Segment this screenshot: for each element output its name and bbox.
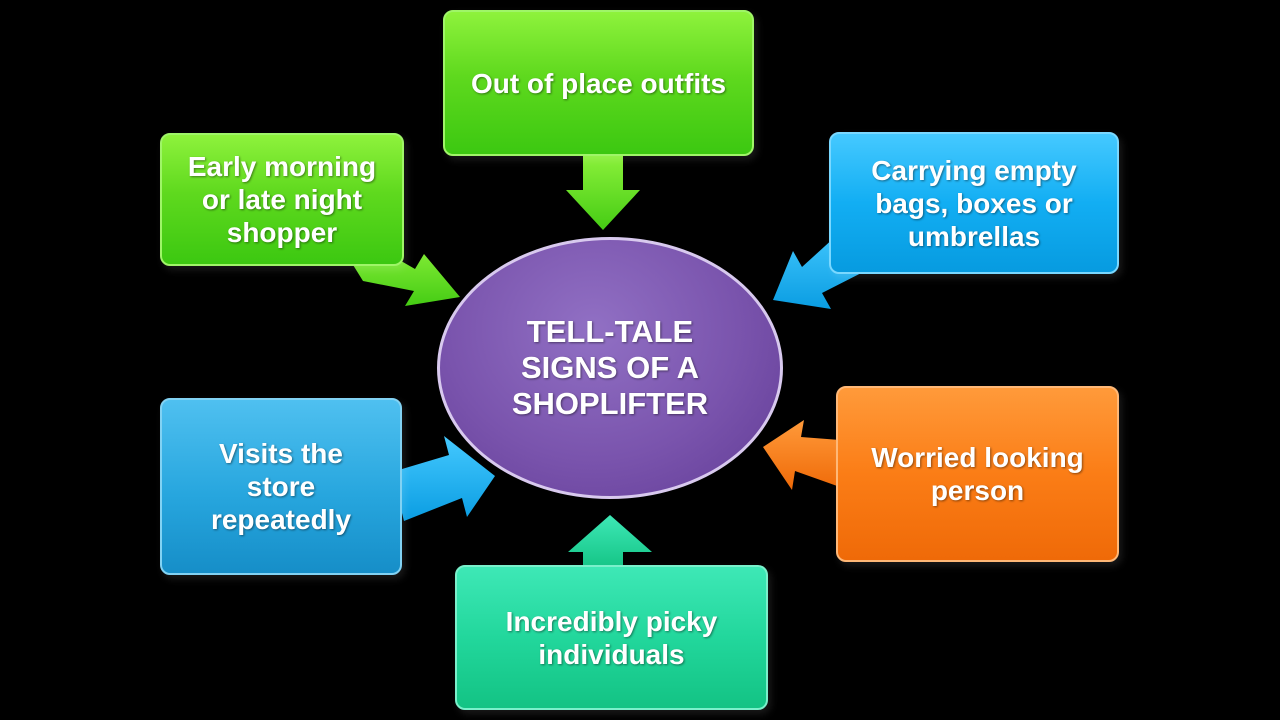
center-title: TELL-TALE SIGNS OF A SHOPLIFTER [511,314,709,421]
arrow-outfits [566,152,640,230]
sign-label-outfits: Out of place outfits [470,67,727,99]
sign-label-hours: Early morning or late night shopper [187,151,377,248]
sign-box-picky: Incredibly picky individuals [455,565,768,710]
center-ellipse: TELL-TALE SIGNS OF A SHOPLIFTER [437,237,783,499]
sign-label-worried: Worried looking person [871,442,1084,506]
arrow-repeat [392,436,495,521]
sign-label-repeat: Visits the store repeatedly [210,438,352,535]
sign-box-outfits: Out of place outfits [443,10,754,156]
sign-box-bags: Carrying empty bags, boxes or umbrellas [829,132,1119,274]
sign-label-picky: Incredibly picky individuals [505,605,718,670]
sign-box-repeat: Visits the store repeatedly [160,398,402,575]
arrow-worried [763,420,840,490]
arrow-picky [568,515,652,570]
sign-box-worried: Worried looking person [836,386,1119,562]
sign-label-bags: Carrying empty bags, boxes or umbrellas [871,154,1077,252]
sign-box-hours: Early morning or late night shopper [160,133,404,266]
